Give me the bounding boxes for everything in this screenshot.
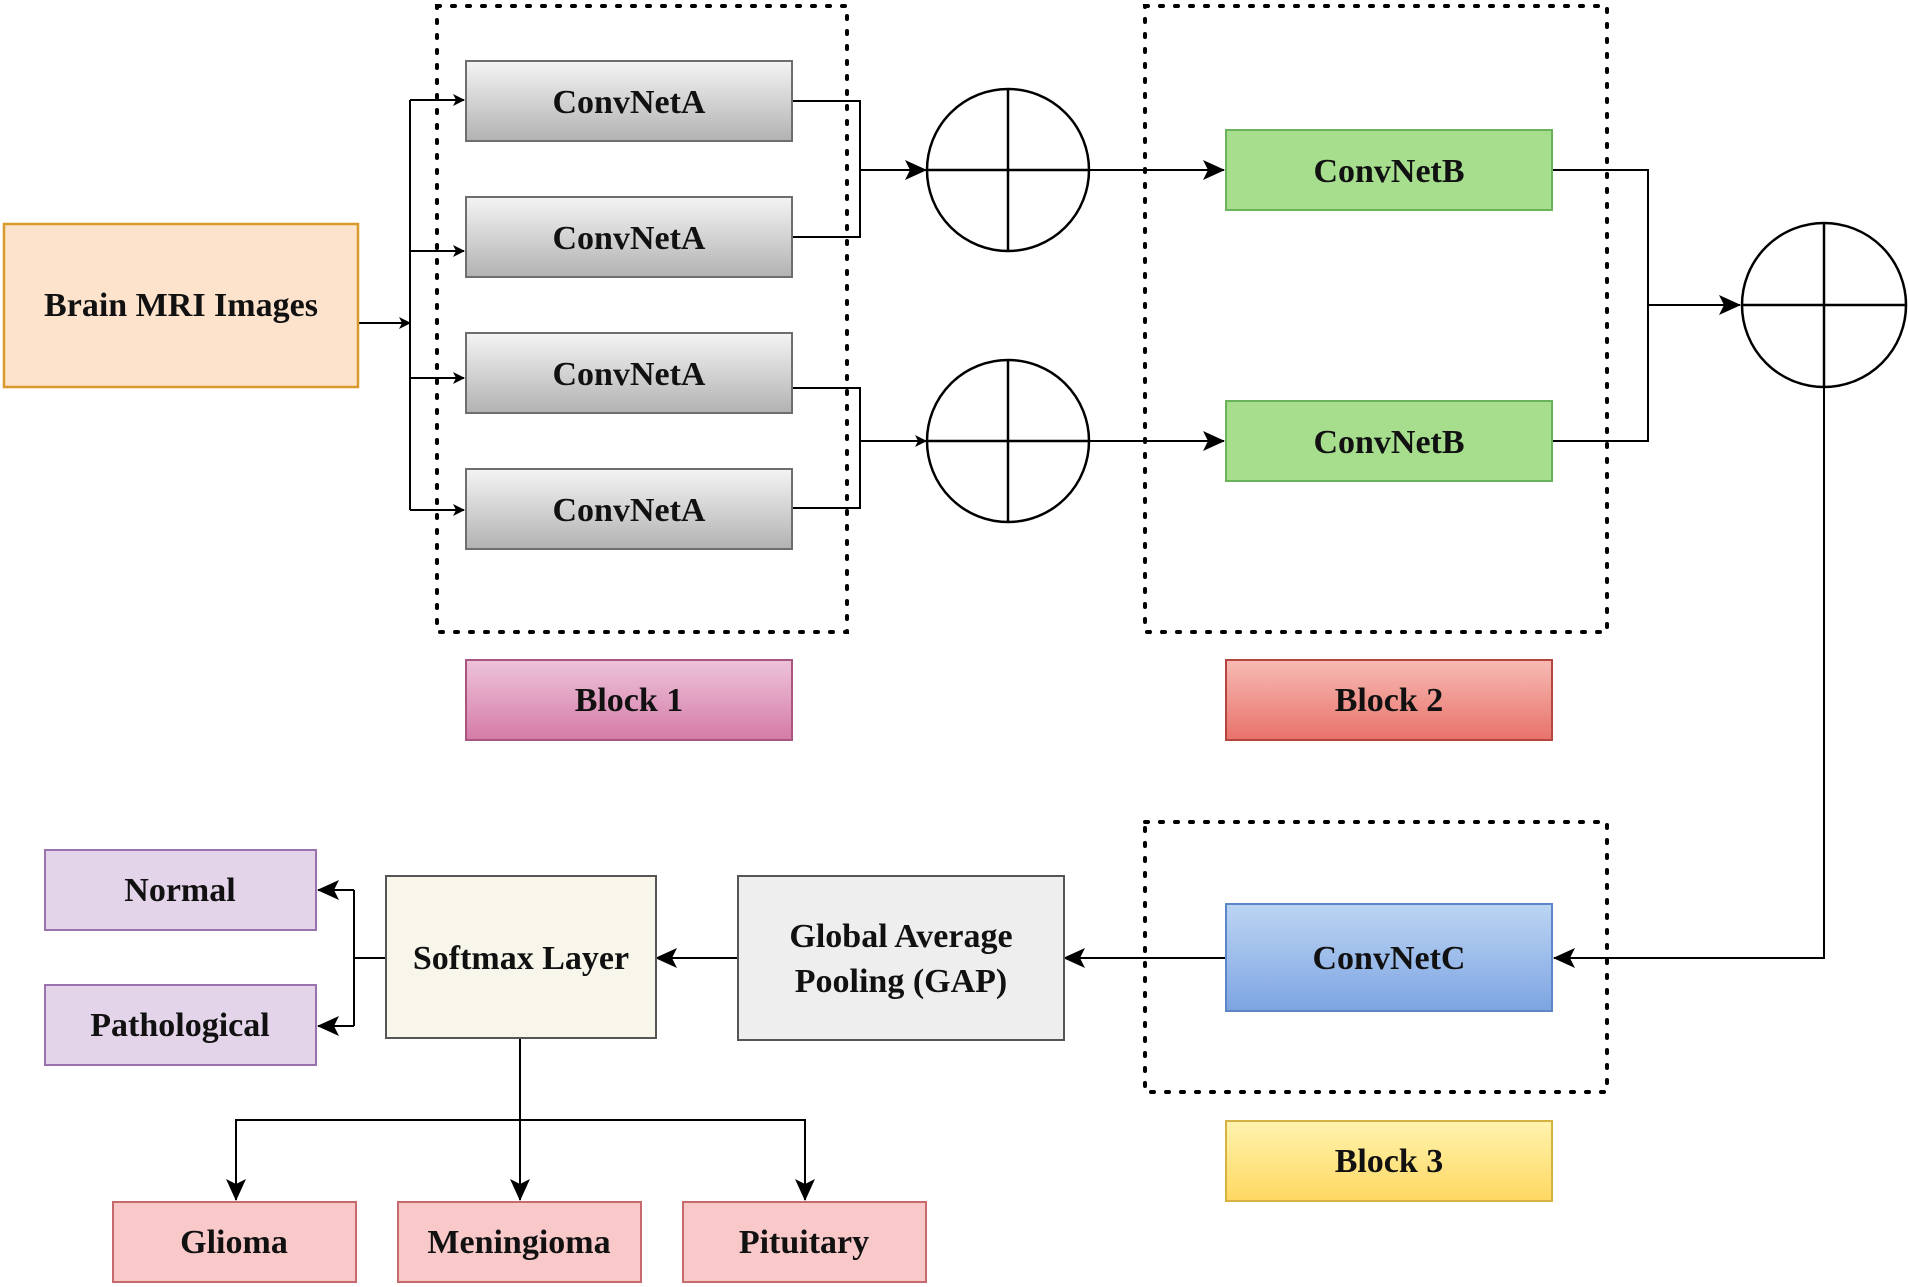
convneta-node: ConvNetA xyxy=(465,332,793,414)
convneta-node: ConvNetA xyxy=(465,60,793,142)
output-glioma-node: Glioma xyxy=(112,1201,357,1283)
block3-container xyxy=(1143,820,1609,1094)
block3-label-box: Block 3 xyxy=(1225,1120,1553,1202)
convneta-label: ConvNetA xyxy=(553,220,706,257)
convneta-node: ConvNetA xyxy=(465,468,793,550)
output-pituitary-node: Pituitary xyxy=(682,1201,927,1283)
block1-container xyxy=(435,4,849,634)
gap-label-line1: Global Average xyxy=(789,918,1012,955)
convnetb-node: ConvNetB xyxy=(1225,129,1553,211)
block2-container xyxy=(1143,4,1609,634)
output-pituitary-label: Pituitary xyxy=(739,1224,869,1261)
block1-title: Block 1 xyxy=(575,682,684,719)
softmax-label: Softmax Layer xyxy=(413,940,629,977)
input-node: Brain MRI Images xyxy=(2,222,360,389)
convnetb-node: ConvNetB xyxy=(1225,400,1553,482)
block2-title: Block 2 xyxy=(1335,682,1444,719)
output-normal-node: Normal xyxy=(44,849,317,931)
output-normal-label: Normal xyxy=(124,872,235,909)
output-pathological-label: Pathological xyxy=(90,1007,269,1044)
output-pathological-node: Pathological xyxy=(44,984,317,1066)
gap-node: Global Average Pooling (GAP) xyxy=(737,875,1065,1041)
convneta-label: ConvNetA xyxy=(553,356,706,393)
output-meningioma-node: Meningioma xyxy=(397,1201,642,1283)
convnetc-label: ConvNetC xyxy=(1313,940,1466,977)
convnetc-node: ConvNetC xyxy=(1225,903,1553,1012)
convnetb-label: ConvNetB xyxy=(1313,424,1464,461)
convneta-node: ConvNetA xyxy=(465,196,793,278)
adder-node xyxy=(925,358,1091,524)
block3-title: Block 3 xyxy=(1335,1143,1444,1180)
adder-node xyxy=(925,87,1091,253)
output-glioma-label: Glioma xyxy=(180,1224,288,1261)
gap-label-line2: Pooling (GAP) xyxy=(795,963,1007,1000)
adder-node xyxy=(1740,221,1908,389)
output-meningioma-label: Meningioma xyxy=(427,1224,610,1261)
convneta-label: ConvNetA xyxy=(553,84,706,121)
convnetb-label: ConvNetB xyxy=(1313,153,1464,190)
input-label: Brain MRI Images xyxy=(44,287,318,324)
block2-label-box: Block 2 xyxy=(1225,659,1553,741)
softmax-node: Softmax Layer xyxy=(385,875,657,1039)
connectors xyxy=(226,94,1825,1201)
block1-label-box: Block 1 xyxy=(465,659,793,741)
convneta-label: ConvNetA xyxy=(553,492,706,529)
